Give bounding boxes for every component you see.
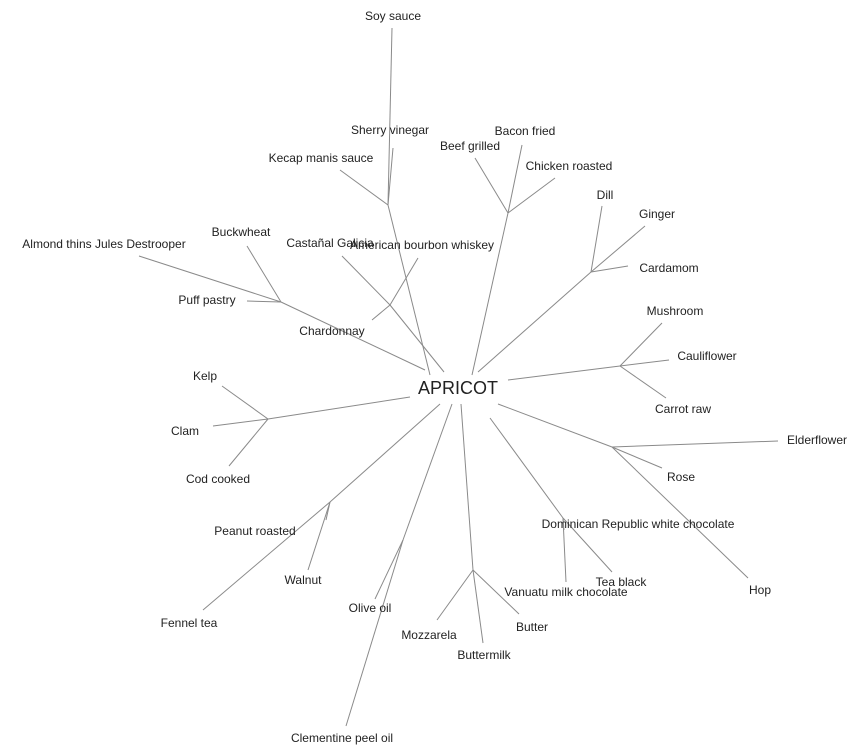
leaf-label: Elderflower: [787, 433, 847, 447]
leaf-label: Olive oil: [349, 601, 392, 615]
leaf-label: Hop: [749, 583, 771, 597]
leaf-label: Cod cooked: [186, 472, 250, 486]
hub-edge: [471, 212, 509, 376]
leaf-label: Beef grilled: [440, 139, 500, 153]
leaf-label: Sherry vinegar: [351, 123, 429, 137]
hub-edge: [489, 417, 564, 519]
leaf-label: Cauliflower: [677, 349, 736, 363]
leaf-edge: [472, 569, 484, 644]
leaf-edge: [590, 225, 646, 273]
leaf-label: Fennel tea: [161, 616, 218, 630]
leaf-edge: [611, 446, 663, 469]
leaf-edge: [474, 157, 509, 214]
leaf-label: Walnut: [285, 573, 323, 587]
leaf-label: American bourbon whiskey: [350, 238, 494, 252]
leaf-label: Carrot raw: [655, 402, 711, 416]
leaf-label: Kelp: [193, 369, 217, 383]
leaf-edge: [374, 539, 404, 600]
leaf-edge: [387, 27, 393, 206]
leaf-edge: [590, 265, 629, 273]
leaf-edge: [611, 440, 779, 448]
leaf-edge: [341, 255, 391, 306]
leaf-label: Peanut roasted: [214, 524, 295, 538]
leaf-edge: [246, 245, 282, 303]
leaf-label: Tea black: [596, 575, 648, 589]
hub-edge: [402, 403, 453, 541]
leaf-edge: [212, 418, 269, 427]
hub-edge: [507, 365, 621, 381]
leaf-label: Chicken roasted: [526, 159, 613, 173]
leaf-edge: [507, 144, 523, 214]
hub-edge: [267, 396, 411, 420]
leaf-edge: [138, 255, 282, 303]
leaf-edge: [507, 177, 556, 214]
leaf-label: Castañal Galicia: [286, 236, 374, 250]
leaf-edge: [562, 517, 567, 583]
leaf-edge: [389, 257, 419, 306]
hub-edge: [460, 403, 474, 571]
leaf-label: Rose: [667, 470, 695, 484]
leaf-edge: [202, 501, 331, 611]
leaf-label: Dominican Republic white chocolate: [542, 517, 735, 531]
leaf-edge: [371, 304, 391, 321]
leaf-edge: [472, 569, 520, 615]
hub-edge: [497, 403, 613, 448]
leaf-label: Butter: [516, 620, 548, 634]
leaf-edge: [562, 517, 613, 573]
leaf-edge: [345, 539, 404, 727]
leaf-label: Clam: [171, 424, 199, 438]
leaf-edge: [436, 569, 474, 621]
leaf-edge: [387, 147, 394, 206]
leaf-edge: [611, 446, 749, 579]
root-node-label: APRICOT: [418, 378, 498, 398]
leaf-label: Ginger: [639, 207, 675, 221]
leaf-edge: [228, 418, 269, 467]
leaf-edge: [307, 501, 331, 571]
leaf-label: Puff pastry: [178, 293, 235, 307]
leaf-label: Kecap manis sauce: [269, 151, 374, 165]
leaf-label: Chardonnay: [299, 324, 364, 338]
leaf-edge: [339, 169, 389, 206]
hub-edge: [387, 204, 431, 376]
leaf-label: Bacon fried: [495, 124, 556, 138]
leaf-edge: [619, 322, 663, 367]
hub-edge: [280, 301, 426, 371]
leaf-label: Dill: [597, 188, 614, 202]
leaf-label: Vanuatu milk chocolate: [504, 585, 628, 599]
leaf-label: Soy sauce: [365, 9, 421, 23]
hub-edge: [389, 304, 445, 373]
hub-edge: [477, 271, 592, 373]
leaf-labels: Soy sauce Sherry vinegar Kecap manis sau…: [22, 9, 847, 745]
leaf-label: Almond thins Jules Destrooper: [22, 237, 185, 251]
leaf-label: Mushroom: [647, 304, 704, 318]
leaf-edge: [619, 365, 667, 399]
leaf-label: Buckwheat: [212, 225, 271, 239]
leaf-edge: [590, 205, 603, 273]
leaf-label: Mozzarela: [401, 628, 457, 642]
hub-edge: [329, 403, 441, 503]
leaf-edge: [619, 359, 670, 367]
leaf-label: Buttermilk: [457, 648, 511, 662]
diagram-edges: [138, 27, 779, 727]
leaf-edge: [221, 385, 269, 420]
leaf-edge: [246, 300, 282, 303]
leaf-label: Cardamom: [639, 261, 698, 275]
leaf-label: Clementine peel oil: [291, 731, 393, 745]
